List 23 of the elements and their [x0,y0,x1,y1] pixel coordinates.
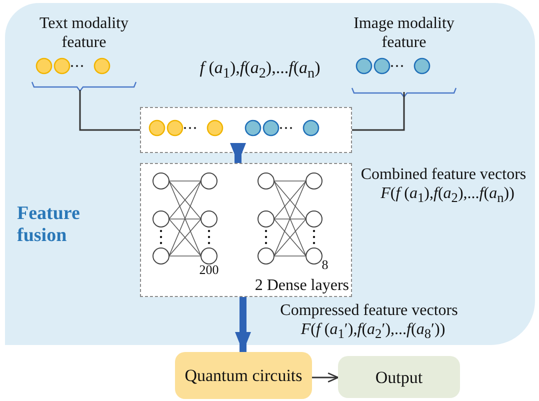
node-label: Output [375,368,423,386]
unit-count: 200 [198,263,220,277]
arrow [312,372,339,383]
node-label: Combined feature vectors [360,165,528,184]
process-box [175,352,312,399]
vector-box [140,107,352,153]
node-label: Compressed feature vectors [279,301,459,320]
dense-layer-box [140,163,352,297]
unit-count: 8 [320,258,330,272]
arrow [235,297,251,352]
formula: F(f (a$_{1}$′),f(a$_{2}$′),...f(a$_{8}$′)) [300,320,446,344]
formula: f (a$_{1}$),f(a$_{2}$),...f(a$_{n}$) [198,58,322,84]
layer-label: 2 Dense layers [254,277,349,294]
connector-line [352,92,405,131]
section-title: Feature fusion [17,203,81,247]
panel-background [5,3,535,345]
formula: F(f (a$_{1}$),f(a$_{2}$),...f(a$_{n}$)) [380,184,516,208]
node-label: Quantum circuits [184,367,302,384]
connector-line [79,90,140,131]
output-box [338,356,460,398]
arrow [230,143,246,163]
modality-label: Text modality feature [38,14,130,52]
modality-label: Image modality feature [352,14,456,52]
